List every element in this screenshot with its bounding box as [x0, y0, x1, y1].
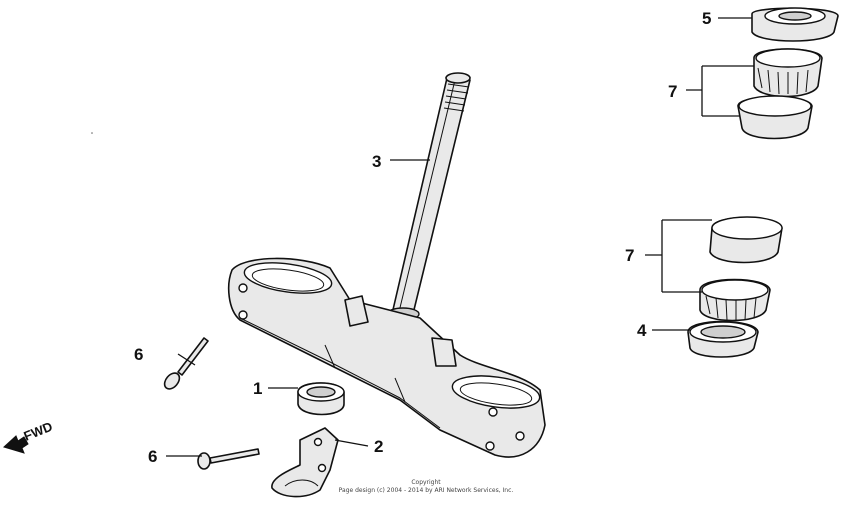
dust-seal-lower[interactable] — [687, 320, 759, 358]
bolt-lower[interactable] — [197, 448, 260, 470]
callout-7-lower: 7 — [625, 246, 634, 265]
fwd-label: FWD — [22, 419, 55, 444]
callout-7-upper: 7 — [668, 82, 677, 101]
bearing-race-lower[interactable] — [709, 216, 783, 264]
bearing-lower[interactable] — [699, 278, 771, 322]
callout-6-upper: 6 — [134, 345, 143, 364]
callout-1: 1 — [253, 379, 262, 398]
callout-2: 2 — [374, 437, 383, 456]
steering-stem-assembly[interactable] — [227, 72, 546, 458]
dust-seal-top[interactable] — [751, 7, 839, 42]
callout-5: 5 — [702, 9, 711, 28]
forward-direction-indicator: FWD — [3, 419, 55, 454]
leader-lines — [166, 17, 754, 457]
callout-3: 3 — [372, 152, 381, 171]
seal-washer[interactable] — [297, 382, 345, 416]
bolt-upper[interactable] — [162, 337, 209, 392]
bearing-upper[interactable] — [753, 48, 823, 98]
callout-4: 4 — [637, 321, 647, 340]
copyright-title: Copyright — [411, 479, 441, 486]
forward-arrow-icon — [3, 435, 29, 454]
callout-6-lower: 6 — [148, 447, 157, 466]
cable-guide-bracket[interactable] — [271, 427, 339, 498]
speck — [91, 132, 93, 134]
copyright-notice: Page design (c) 2004 - 2014 by ARI Netwo… — [339, 487, 514, 494]
bearing-race-upper[interactable] — [737, 95, 813, 140]
